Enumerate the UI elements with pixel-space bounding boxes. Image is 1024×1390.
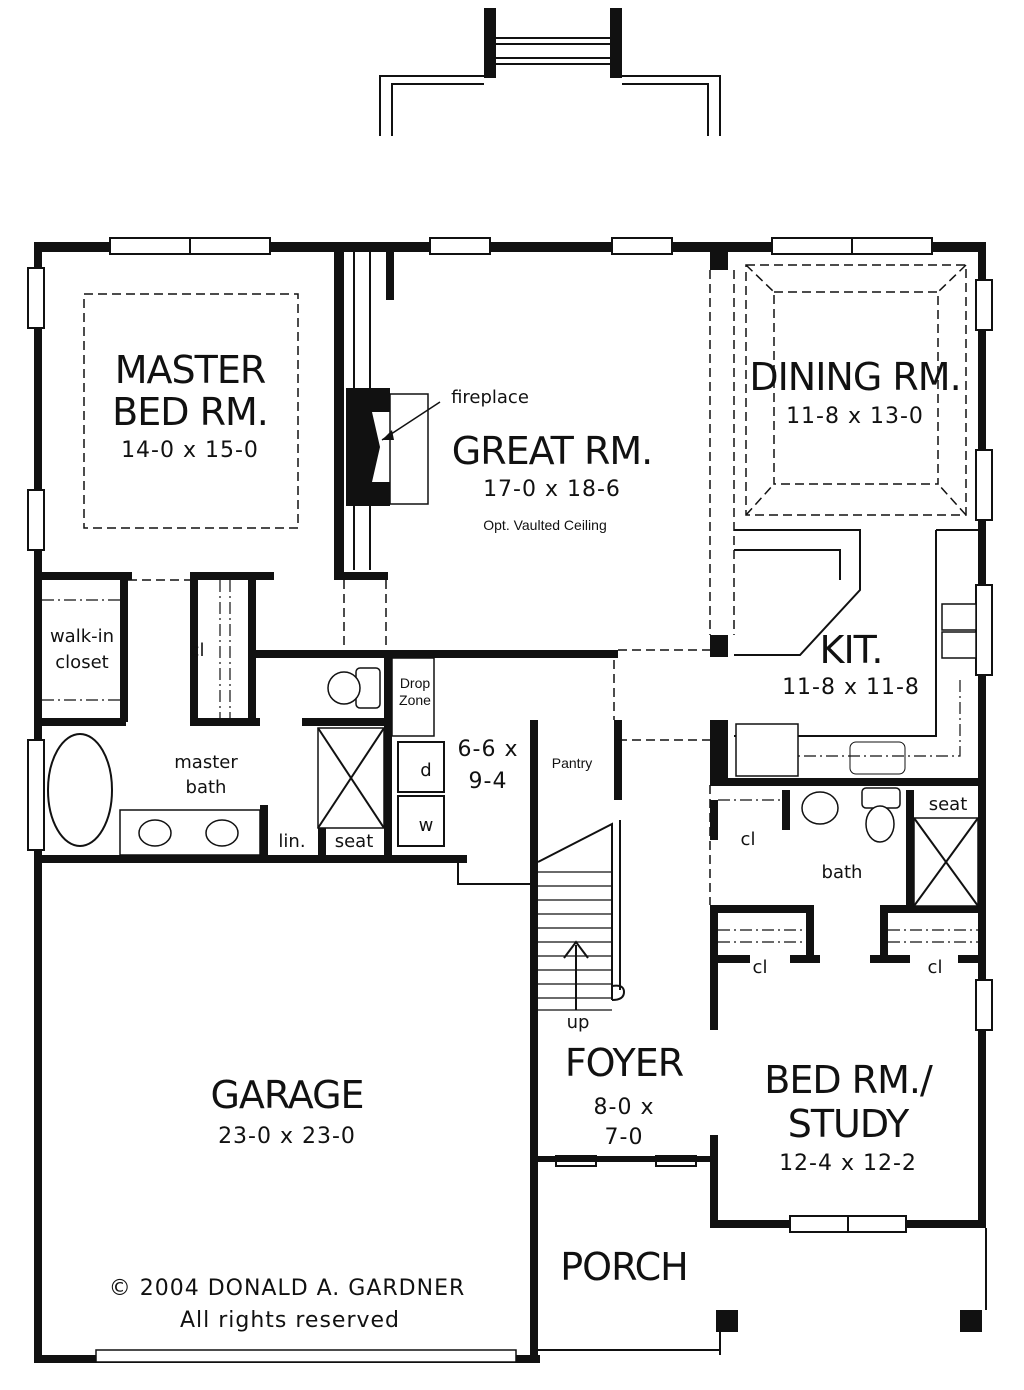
windows bbox=[27, 237, 993, 1363]
bath-fixtures bbox=[718, 787, 979, 943]
bath-closet-label: cl bbox=[741, 829, 756, 850]
porch-name: PORCH bbox=[560, 1245, 687, 1289]
copyright-line-2: All rights reserved bbox=[180, 1308, 400, 1333]
foyer-dims-1: 8-0 x bbox=[594, 1095, 655, 1120]
washer-label: w bbox=[419, 815, 434, 836]
master-seat-label: seat bbox=[335, 831, 374, 852]
fireplace bbox=[346, 388, 441, 506]
porch-posts bbox=[538, 1228, 987, 1355]
dining-room-name: DINING RM. bbox=[749, 355, 960, 399]
drop-zone-2: Zone bbox=[399, 692, 431, 708]
master-bath-fixtures bbox=[42, 580, 385, 856]
walk-in-closet-1: walk-in bbox=[50, 626, 114, 647]
garage-name: GARAGE bbox=[210, 1073, 363, 1117]
bed-study-dims: 12-4 x 12-2 bbox=[779, 1151, 917, 1176]
master-bed-name-2: BED RM. bbox=[112, 390, 268, 434]
dryer-label: d bbox=[420, 760, 431, 781]
bed-closet-right-label: cl bbox=[928, 957, 943, 978]
master-bath-1: master bbox=[174, 752, 238, 773]
pantry-label: Pantry bbox=[552, 755, 592, 771]
stairs-up-label: up bbox=[567, 1012, 590, 1033]
stairs bbox=[537, 820, 626, 1011]
master-bed-name-1: MASTER bbox=[115, 348, 266, 392]
foyer-name: FOYER bbox=[565, 1041, 684, 1085]
bath-seat-label: seat bbox=[929, 794, 968, 815]
kitchen-name: KIT. bbox=[820, 628, 883, 672]
laundry-dims-2: 9-4 bbox=[469, 769, 508, 794]
kitchen-dims: 11-8 x 11-8 bbox=[782, 675, 920, 700]
room-labels: MASTER BED RM. 14-0 x 15-0 fireplace GRE… bbox=[50, 348, 967, 1333]
bed-study-name-1: BED RM./ bbox=[764, 1058, 933, 1102]
dining-room-dims: 11-8 x 13-0 bbox=[786, 404, 924, 429]
bath-label: bath bbox=[822, 862, 863, 883]
master-bath-2: bath bbox=[186, 777, 227, 798]
fireplace-label: fireplace bbox=[451, 387, 529, 408]
great-room-name: GREAT RM. bbox=[452, 429, 652, 473]
laundry-fixtures bbox=[391, 657, 530, 885]
drop-zone-1: Drop bbox=[400, 675, 431, 691]
interior-walls bbox=[42, 252, 980, 1165]
walk-in-closet-2: closet bbox=[55, 652, 108, 673]
master-bed-dims: 14-0 x 15-0 bbox=[121, 438, 259, 463]
bed-study-name-2: STUDY bbox=[788, 1102, 910, 1146]
rear-deck bbox=[379, 8, 721, 136]
master-closet-label: cl bbox=[190, 640, 205, 661]
foyer-dims-2: 7-0 bbox=[605, 1125, 644, 1150]
dashed-lines bbox=[83, 264, 967, 905]
bed-closet-left-label: cl bbox=[753, 957, 768, 978]
linen-label: lin. bbox=[278, 831, 305, 852]
great-room-note: Opt. Vaulted Ceiling bbox=[483, 517, 606, 533]
laundry-dims-1: 6-6 x bbox=[458, 737, 519, 762]
garage-dims: 23-0 x 23-0 bbox=[218, 1124, 356, 1149]
great-room-dims: 17-0 x 18-6 bbox=[483, 477, 621, 502]
copyright-line-1: © 2004 DONALD A. GARDNER bbox=[109, 1276, 466, 1301]
kitchen-counters bbox=[734, 529, 978, 777]
